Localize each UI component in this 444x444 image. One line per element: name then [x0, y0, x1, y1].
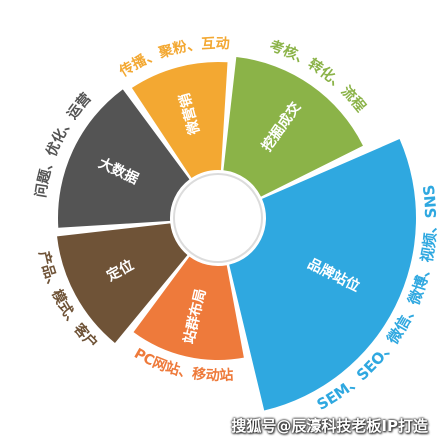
segment-pinpaizhanwei: [229, 139, 416, 411]
segment-dashuju: [57, 89, 190, 228]
center-hub: [173, 173, 263, 263]
segment-wajuechengjiao: [223, 57, 363, 197]
watermark-text: 搜狐号@辰濠科技老板IP打造: [231, 417, 428, 435]
segment-zhanqunbuju: [133, 256, 244, 360]
segment-weiyingxiao: [131, 62, 228, 178]
wheel-segments: 微营销挖掘成交品牌站位站群布局定位大数据: [57, 57, 416, 411]
segment-dingwei: [57, 223, 188, 344]
